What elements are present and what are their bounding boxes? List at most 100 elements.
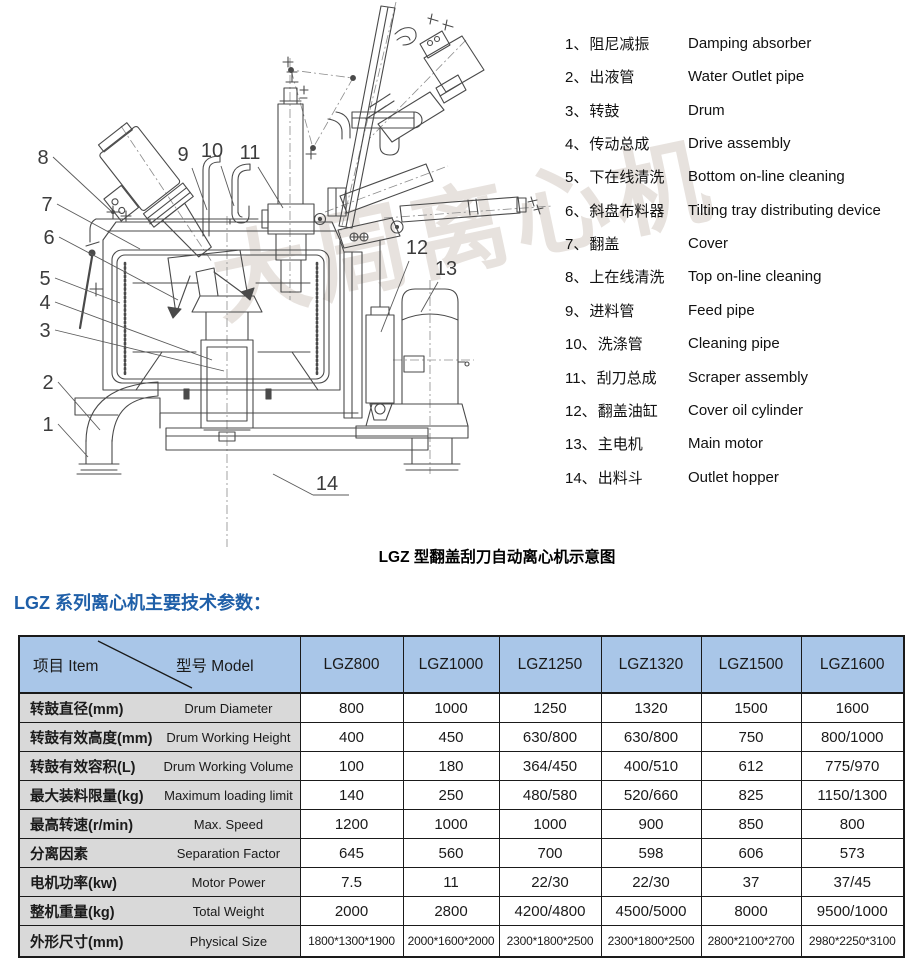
part-name-cn: 斜盘布料器 xyxy=(589,202,665,220)
callout-leader-line xyxy=(57,381,101,431)
part-name-cn: 上在线清洗 xyxy=(589,269,665,287)
part-number: 13、 xyxy=(565,436,597,454)
part-list-item: 8、上在线清洗 Top on-line cleaning xyxy=(565,260,821,293)
part-name-cn: 下在线清洗 xyxy=(589,169,665,187)
part-label-cn: 1、阻尼减振 xyxy=(565,33,688,54)
part-name-en: Cleaning pipe xyxy=(688,335,780,353)
callout-leader-line xyxy=(57,423,89,458)
center-lines xyxy=(120,1,553,547)
part-name-en: Tilting tray distributing device xyxy=(688,201,881,219)
spec-value: 4500/5000 xyxy=(600,896,702,926)
spec-value: 606 xyxy=(700,838,802,868)
spec-value: 2800 xyxy=(402,896,500,926)
spec-value: 100 xyxy=(299,751,404,781)
part-label-cn: 5、下在线清洗 xyxy=(565,166,688,187)
spec-label-cn: 转鼓直径(mm) xyxy=(30,701,124,718)
spec-row-label: 转鼓有效容积(L)Drum Working Volume xyxy=(18,751,301,781)
part-name-en: Top on-line cleaning xyxy=(688,268,822,286)
spec-value: 1250 xyxy=(498,692,602,723)
part-number: 4、 xyxy=(565,136,589,154)
callout-leader-line xyxy=(220,165,235,207)
part-label-cn: 12、翻盖油缸 xyxy=(565,400,688,421)
spec-value: 37/45 xyxy=(800,867,905,897)
spec-value: 800 xyxy=(299,692,404,723)
spec-value: 598 xyxy=(600,838,702,868)
part-number: 14、 xyxy=(565,469,597,487)
spec-value: 645 xyxy=(299,838,404,868)
callout-leader-line xyxy=(54,301,213,361)
part-name-en: Damping absorber xyxy=(688,35,812,52)
part-name-cn: 转鼓 xyxy=(589,102,620,120)
part-number: 10、 xyxy=(565,336,597,354)
header-corner-cell: 项目 Item 型号 Model xyxy=(18,635,301,694)
section-title: LGZ 系列离心机主要技术参数： xyxy=(14,593,271,613)
part-name-en: Drive assembly xyxy=(688,135,791,153)
spec-row-label: 外形尺寸(mm)Physical Size xyxy=(18,925,301,958)
spec-value: 400/510 xyxy=(600,751,702,781)
spec-value: 520/660 xyxy=(600,780,702,810)
spec-row-label: 整机重量(kg)Total Weight xyxy=(18,896,301,926)
part-name-en: Drum xyxy=(688,101,725,119)
part-number: 11、 xyxy=(565,369,596,387)
spec-row-label: 最大装料限量(kg)Maximum loading limit xyxy=(18,780,301,810)
callout-number: 13 xyxy=(435,258,457,280)
spec-value: 450 xyxy=(402,722,500,752)
spec-value: 364/450 xyxy=(498,751,602,781)
callout-leader-line xyxy=(420,281,439,313)
spec-label-en: Total Weight xyxy=(192,903,265,919)
spec-value: 630/800 xyxy=(498,722,602,752)
spec-value: 7.5 xyxy=(299,867,404,897)
spec-value: 1500 xyxy=(700,692,802,723)
part-label-cn: 3、转鼓 xyxy=(565,100,688,121)
model-column-header: LGZ1000 xyxy=(402,635,500,694)
callout-leader-line xyxy=(54,329,225,372)
spec-value: 180 xyxy=(402,751,500,781)
part-label-cn: 13、主电机 xyxy=(565,433,688,454)
part-label-cn: 7、翻盖 xyxy=(565,233,688,254)
part-number: 8、 xyxy=(565,269,589,287)
spec-value: 2000 xyxy=(299,896,404,926)
spec-value: 800 xyxy=(800,809,905,839)
spec-value: 1000 xyxy=(498,809,602,839)
part-name-cn: 刮刀总成 xyxy=(596,369,657,387)
spec-label-cn: 外形尺寸(mm) xyxy=(30,934,124,951)
part-name-en: Water Outlet pipe xyxy=(688,68,805,86)
callout-number: 6 xyxy=(43,227,54,249)
part-number: 9、 xyxy=(565,302,589,320)
callout-number: 7 xyxy=(41,194,52,216)
callout-number: 14 xyxy=(316,473,338,495)
spec-row-label: 最高转速(r/min)Max. Speed xyxy=(18,809,301,839)
part-number: 7、 xyxy=(565,236,589,254)
spec-value: 612 xyxy=(700,751,802,781)
spec-row-label: 转鼓直径(mm)Drum Diameter xyxy=(18,692,301,723)
spec-value: 9500/1000 xyxy=(800,896,905,926)
spec-value: 8000 xyxy=(700,896,802,926)
part-name-en: Cover xyxy=(688,235,729,253)
part-list-item: 10、洗涤管 Cleaning pipe xyxy=(565,327,780,360)
part-name-cn: 洗涤管 xyxy=(597,336,643,354)
part-number: 6、 xyxy=(565,202,589,220)
spec-value: 11 xyxy=(402,867,500,897)
part-label-cn: 9、进料管 xyxy=(565,300,688,321)
part-label-cn: 14、出料斗 xyxy=(565,467,688,488)
spec-value: 1150/1300 xyxy=(800,780,905,810)
spec-value: 1000 xyxy=(402,809,500,839)
part-name-en: Main motor xyxy=(688,435,764,453)
model-column-header: LGZ1320 xyxy=(600,635,702,694)
part-name-en: Outlet hopper xyxy=(688,468,779,486)
spec-value: 250 xyxy=(402,780,500,810)
part-label-cn: 2、出液管 xyxy=(565,66,688,87)
spec-value: 22/30 xyxy=(498,867,602,897)
